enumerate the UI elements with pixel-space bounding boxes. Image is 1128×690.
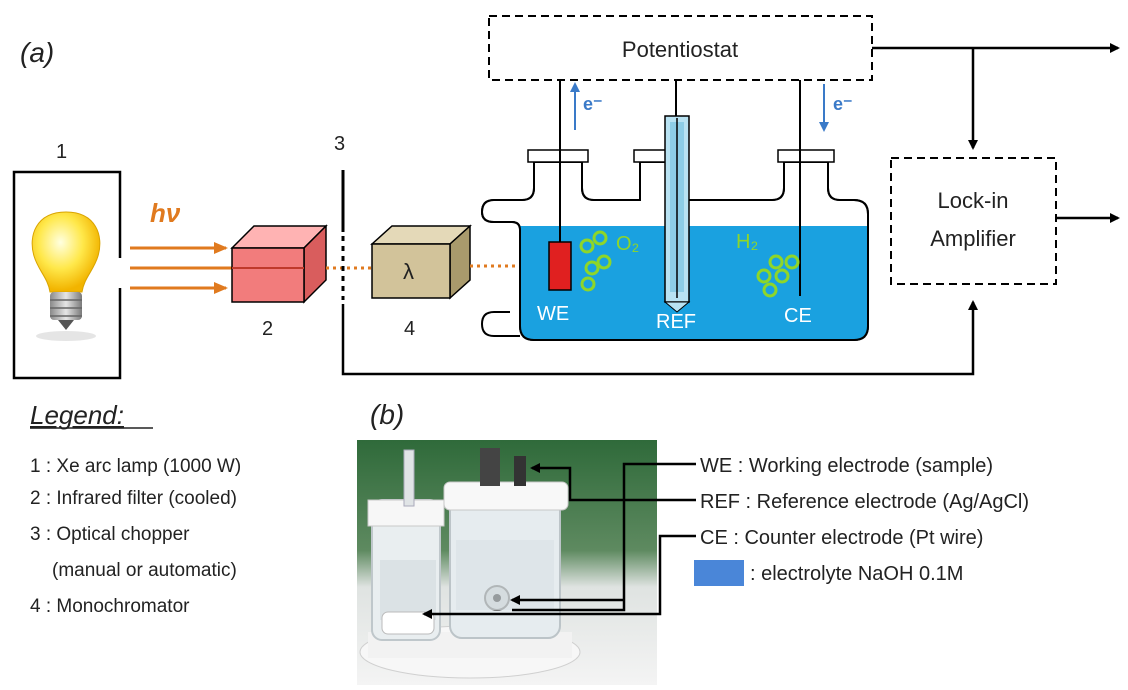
ce-label: CE bbox=[784, 305, 812, 327]
legend-item: 2 : Infrared filter (cooled) bbox=[30, 488, 237, 509]
working-electrode bbox=[549, 242, 571, 290]
electrolyte-swatch bbox=[694, 560, 744, 586]
electron-label-we: e⁻ bbox=[583, 94, 603, 114]
legend-item: 4 : Monochromator bbox=[30, 596, 190, 617]
monochromator-symbol: λ bbox=[403, 259, 414, 284]
lockin-amplifier-box bbox=[891, 158, 1056, 284]
callout-ref-label: REF : Reference electrode (Ag/AgCl) bbox=[700, 491, 1029, 513]
reference-electrode bbox=[665, 116, 689, 312]
legend-item: 1 : Xe arc lamp (1000 W) bbox=[30, 456, 241, 477]
electron-label-ce: e⁻ bbox=[833, 94, 853, 114]
monochromator-number: 4 bbox=[404, 318, 415, 340]
chopper-number: 3 bbox=[334, 133, 345, 155]
electrolyte-label: : electrolyte NaOH 0.1M bbox=[750, 563, 963, 585]
we-label: WE bbox=[537, 303, 569, 325]
oxygen-label: O₂ bbox=[616, 233, 639, 255]
cell-photograph bbox=[357, 440, 657, 685]
photon-energy-label: hν bbox=[150, 198, 181, 228]
infrared-filter-cube bbox=[232, 226, 326, 302]
filter-number: 2 bbox=[262, 318, 273, 340]
lamp-number: 1 bbox=[56, 141, 67, 163]
callout-we-label: WE : Working electrode (sample) bbox=[700, 455, 993, 477]
hydrogen-label: H₂ bbox=[736, 231, 758, 253]
light-bulb-icon bbox=[32, 212, 100, 341]
lockin-label-line1: Lock-in bbox=[938, 188, 1009, 213]
potentiostat-label: Potentiostat bbox=[622, 37, 738, 62]
legend-title: Legend: bbox=[30, 400, 124, 430]
legend-item: (manual or automatic) bbox=[52, 560, 237, 581]
callout-ce-label: CE : Counter electrode (Pt wire) bbox=[700, 527, 983, 549]
ref-label: REF bbox=[656, 311, 696, 333]
legend-item: 3 : Optical chopper bbox=[30, 524, 190, 545]
monochromator-box bbox=[372, 226, 470, 298]
panel-a-label: (a) bbox=[20, 37, 54, 68]
lockin-label-line2: Amplifier bbox=[930, 226, 1016, 251]
panel-b-label: (b) bbox=[370, 399, 404, 430]
